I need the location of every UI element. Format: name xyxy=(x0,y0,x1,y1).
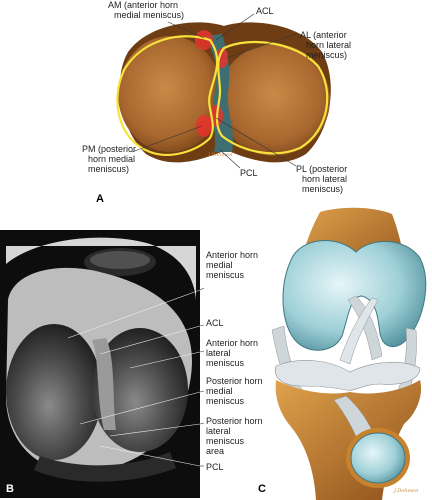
label-b-acl-line1: ACL xyxy=(206,318,224,328)
label-b-pl-line1: Posterior horn xyxy=(206,416,263,426)
leader-b-anterior-medial xyxy=(67,289,201,339)
label-b-am-line1: Anterior horn xyxy=(206,250,258,260)
leader-b-posterior-medial xyxy=(79,391,201,425)
mri-lateral-condyle xyxy=(92,328,188,452)
mri-intercondylar-notch xyxy=(92,338,116,430)
label-b-pl-line2: lateral xyxy=(206,426,231,436)
cruciate-ligament-2 xyxy=(339,297,379,365)
label-b-posterior-medial: Posterior horn medial meniscus xyxy=(206,376,265,406)
am-horn-highlight xyxy=(195,30,213,50)
label-pm: PM (posterior horn medial meniscus) xyxy=(82,144,139,174)
leader-b-ext-3 xyxy=(199,350,205,353)
leader-b-acl xyxy=(99,325,201,355)
medial-meniscus-outline xyxy=(116,35,219,156)
label-pcl-a: PCL xyxy=(240,168,258,178)
label-b-pcl-line1: PCL xyxy=(206,462,224,472)
panel-c-letter: C xyxy=(258,483,266,495)
leader-b-ext-4 xyxy=(199,390,205,393)
label-pl-line1: PL (posterior xyxy=(296,164,347,174)
label-b-al-line1: Anterior horn xyxy=(206,338,258,348)
leader-b-posterior-lateral xyxy=(109,423,201,437)
label-b-pcl: PCL xyxy=(206,462,224,472)
label-b-pm-line3: meniscus xyxy=(206,396,245,406)
label-al-line2: horn lateral xyxy=(306,40,351,50)
leader-pl xyxy=(215,117,297,167)
label-am-line2: medial meniscus) xyxy=(114,10,184,20)
leader-b-anterior-lateral xyxy=(129,351,201,369)
label-b-al-line2: lateral xyxy=(206,348,231,358)
label-al-line1: AL (anterior xyxy=(300,30,347,40)
panel-c: J.Dohmen C xyxy=(258,207,427,500)
label-b-pm-line2: medial xyxy=(206,386,233,396)
panel-a: J.Dohmen AM (anterior horn medial menisc… xyxy=(82,0,354,205)
label-pcl-a-line1: PCL xyxy=(240,168,258,178)
leader-acl-a xyxy=(215,13,255,41)
femoral-cartilage xyxy=(282,240,427,351)
label-b-pm-line1: Posterior horn xyxy=(206,376,263,386)
mri-fat-pad-texture xyxy=(90,251,150,269)
label-pm-line1: PM (posterior xyxy=(82,144,136,154)
label-al: AL (anterior horn lateral meniscus) xyxy=(300,30,354,60)
label-b-pl-line4: area xyxy=(206,446,224,456)
label-acl-a-line1: ACL xyxy=(256,6,274,16)
label-pl-line3: meniscus) xyxy=(302,184,343,194)
label-al-line3: meniscus) xyxy=(306,50,347,60)
label-am: AM (anterior horn medial meniscus) xyxy=(108,0,184,20)
label-b-pl-line3: meniscus xyxy=(206,436,245,446)
label-b-anterior-medial: Anterior horn medial meniscus xyxy=(206,250,261,280)
medial-plateau xyxy=(118,36,222,152)
mri-medial-condyle xyxy=(6,324,102,460)
panel-b: Anterior horn medial meniscus ACL Anteri… xyxy=(0,230,265,498)
leader-b-ext-1 xyxy=(199,287,205,291)
label-pm-line3: meniscus) xyxy=(88,164,129,174)
pm-horn-highlight xyxy=(196,115,212,137)
label-b-am-line2: medial xyxy=(206,260,233,270)
label-pm-line2: horn medial xyxy=(88,154,135,164)
panel-c-signature: J.Dohmen xyxy=(393,488,418,494)
label-b-acl: ACL xyxy=(206,318,224,328)
leader-al xyxy=(225,33,297,59)
patella-cartilage xyxy=(350,432,406,484)
leader-pcl-a xyxy=(219,149,241,169)
leader-am xyxy=(167,21,205,39)
leader-b-ext-2 xyxy=(199,324,205,327)
leader-pm xyxy=(131,125,203,153)
lateral-plateau xyxy=(218,44,330,156)
cruciate-ligament-1 xyxy=(347,295,383,361)
lateral-meniscus-outline xyxy=(215,40,329,155)
label-b-am-line3: meniscus xyxy=(206,270,245,280)
leader-b-pcl xyxy=(99,445,201,467)
mri-posterior-edge xyxy=(34,452,176,482)
leader-b-ext-5 xyxy=(199,422,205,425)
label-b-al-line3: meniscus xyxy=(206,358,245,368)
label-am-line1: AM (anterior horn xyxy=(108,0,178,10)
panel-a-letter: A xyxy=(96,193,104,205)
label-pl-line2: horn lateral xyxy=(302,174,347,184)
meniscus-c xyxy=(274,360,421,391)
panel-b-letter: B xyxy=(6,483,14,495)
panel-a-signature: J.Dohmen xyxy=(207,152,232,158)
label-acl-a: ACL xyxy=(256,6,274,16)
label-pl: PL (posterior horn lateral meniscus) xyxy=(296,164,350,194)
label-b-anterior-lateral: Anterior horn lateral meniscus xyxy=(206,338,261,368)
label-b-posterior-lateral: Posterior horn lateral meniscus area xyxy=(206,416,265,456)
